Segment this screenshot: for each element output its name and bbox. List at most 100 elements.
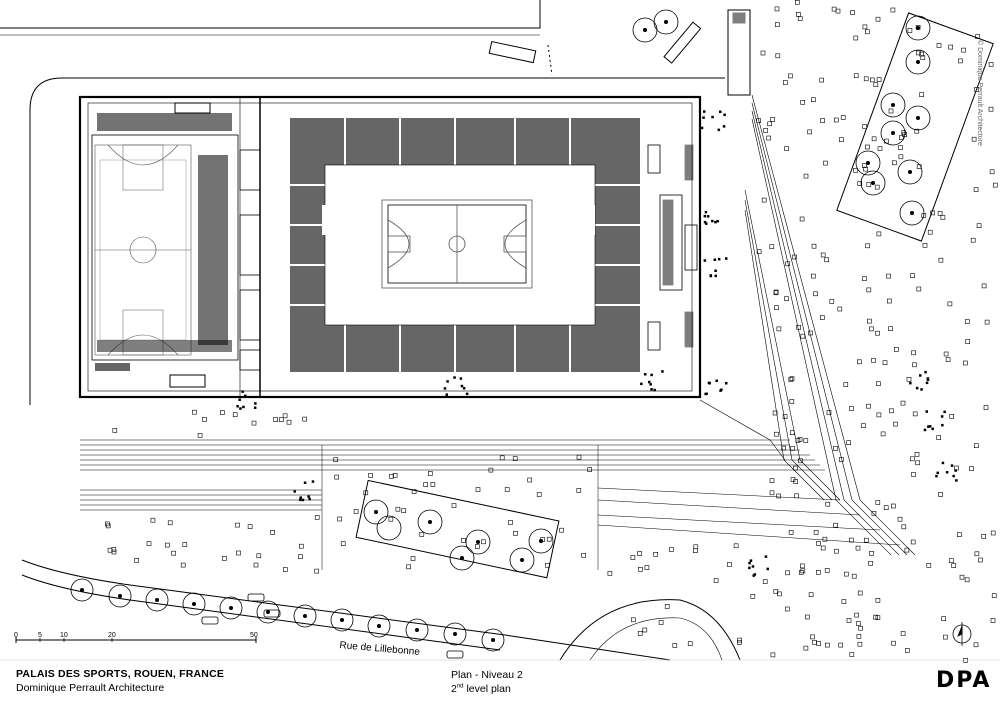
paving-tile xyxy=(975,34,980,39)
paving-tile xyxy=(220,410,225,415)
bollard xyxy=(241,390,244,393)
paving-tile xyxy=(945,357,951,362)
paving-tile xyxy=(395,506,401,512)
paving-tile xyxy=(762,579,768,584)
paving-tile xyxy=(253,562,259,568)
paving-tile xyxy=(803,645,809,651)
paving-tile xyxy=(947,301,953,307)
bollard xyxy=(244,394,247,398)
north-arrow-icon xyxy=(952,622,972,646)
paving-tile xyxy=(773,589,779,594)
paving-tile xyxy=(819,77,825,83)
paving-tile xyxy=(247,524,253,530)
bollard xyxy=(299,496,302,499)
paving-tile xyxy=(411,489,417,494)
paving-tile xyxy=(794,0,800,5)
paving-tile xyxy=(824,642,830,648)
paving-tile xyxy=(192,409,197,415)
paving-tile xyxy=(340,541,346,546)
paving-tile xyxy=(890,7,896,13)
paving-tile xyxy=(334,474,340,480)
paving-tile xyxy=(855,545,861,551)
paving-tile xyxy=(890,503,896,509)
paving-tile xyxy=(824,568,830,573)
paving-tile xyxy=(810,273,816,279)
paving-tile xyxy=(693,544,699,550)
paving-tile xyxy=(737,637,742,643)
paving-tile xyxy=(971,136,977,142)
bollard xyxy=(443,387,447,390)
paving-tile xyxy=(843,382,849,387)
paving-tile xyxy=(964,319,970,324)
paving-tile xyxy=(800,333,806,339)
bollard xyxy=(945,471,949,474)
paving-tile xyxy=(886,273,891,279)
paving-tile xyxy=(882,360,888,366)
tree-trunks xyxy=(80,20,920,642)
bollard xyxy=(703,259,707,262)
paving-tile xyxy=(314,514,320,520)
paving-tile xyxy=(781,445,787,451)
paving-tile xyxy=(907,28,913,33)
paving-tile xyxy=(286,419,292,425)
paving-tile xyxy=(938,257,944,263)
training-hall xyxy=(91,134,239,361)
paving-tile xyxy=(837,306,843,312)
bollard xyxy=(920,388,923,391)
bollard xyxy=(239,407,242,410)
paving-tile xyxy=(863,166,868,172)
paving-tile xyxy=(861,423,866,429)
paving-tile xyxy=(992,182,998,188)
bollard xyxy=(706,215,710,218)
paving-tile xyxy=(180,562,186,568)
paving-tile xyxy=(559,527,564,533)
paving-tile xyxy=(298,554,303,560)
bollard xyxy=(915,386,919,390)
paving-tile xyxy=(388,516,394,522)
paving-tile xyxy=(990,530,996,536)
bollard xyxy=(704,210,708,214)
bollard xyxy=(751,565,755,568)
paving-tile xyxy=(333,457,339,462)
paving-tile xyxy=(875,597,881,603)
paving-tile xyxy=(733,543,739,549)
paving-tile xyxy=(799,216,805,222)
paving-tile xyxy=(916,164,922,169)
paving-tile xyxy=(727,562,732,567)
bollard xyxy=(766,567,769,571)
paving-tile xyxy=(875,615,881,621)
paving-tile xyxy=(796,324,802,330)
paving-tile xyxy=(833,522,838,528)
bollard xyxy=(661,370,664,373)
paving-tile xyxy=(808,330,813,336)
paving-tile xyxy=(774,431,779,437)
paving-tile xyxy=(451,503,457,508)
paving-tile xyxy=(782,80,788,85)
paving-tile xyxy=(974,87,979,92)
paving-tile xyxy=(770,117,776,122)
paving-tile xyxy=(849,537,854,543)
tree-planter-ne xyxy=(836,12,994,242)
paving-tile xyxy=(866,318,872,324)
paving-tile xyxy=(799,563,805,569)
paving-tile xyxy=(863,76,869,82)
paving-tile xyxy=(427,471,433,476)
paving-tile xyxy=(915,24,921,30)
bollard xyxy=(919,374,922,377)
bollard xyxy=(935,474,938,478)
paving-tile xyxy=(767,121,773,127)
paving-tile xyxy=(904,547,910,553)
paving-tile xyxy=(776,591,782,597)
paving-tile xyxy=(854,612,860,618)
paving-tile xyxy=(858,625,863,631)
paving-tile xyxy=(916,286,922,292)
bollard xyxy=(753,573,757,576)
arena-seating xyxy=(290,118,640,372)
bollard xyxy=(311,480,315,483)
street-edges xyxy=(0,559,1000,661)
paving-tile xyxy=(815,569,821,575)
paving-tile xyxy=(974,551,980,557)
bollard xyxy=(940,415,944,418)
paving-tile xyxy=(798,570,804,575)
paving-tile xyxy=(973,443,979,449)
